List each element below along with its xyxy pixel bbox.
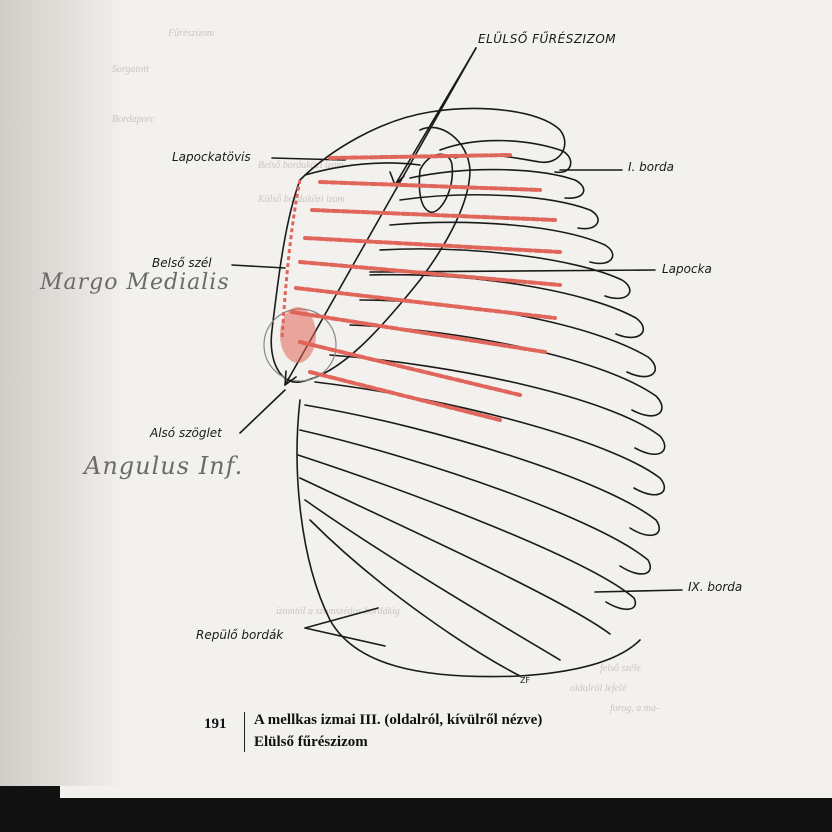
muscle-slip [294, 286, 557, 320]
handwritten-margo-medialis: Margo Medialis [40, 270, 230, 295]
muscle-origin [280, 307, 316, 363]
label-acromion: Lapockatövis [172, 150, 251, 164]
caption-divider [244, 712, 245, 752]
rib [329, 354, 666, 456]
binding-shadow [0, 0, 120, 832]
muscle-slip [328, 153, 512, 160]
floating-rib [304, 499, 561, 661]
caption-subtitle: Elülső fűrészizom [254, 734, 368, 750]
muscle-slip [303, 236, 562, 254]
muscle-slip [308, 370, 502, 422]
handwritten-angulus-inf: Angulus Inf. [84, 452, 244, 480]
rib [389, 221, 614, 265]
arrow-head [284, 370, 297, 386]
muscle-slip [310, 208, 557, 222]
label-serratus-anterior: ELÜLSŐ FŰRÉSZIZOM [478, 32, 617, 46]
leader-inferior [239, 389, 286, 434]
caption-title: A mellkas izmai III. (oldalról, kívülről… [254, 712, 543, 728]
label-scapula: Lapocka [662, 262, 712, 276]
muscle-slip [290, 310, 547, 354]
clavicle-outline [299, 107, 566, 181]
muscle-slip [298, 260, 562, 287]
scan-border [0, 786, 832, 832]
label-floating-ribs: Repülő bordák [196, 628, 284, 642]
label-medial-border: Belső szél [152, 256, 212, 270]
leader-floating [304, 607, 386, 647]
floating-rib [309, 519, 521, 677]
scapula-outline [270, 126, 471, 383]
arrow [284, 47, 477, 386]
rib [299, 429, 651, 575]
muscle-slip [298, 340, 522, 397]
leader-rib9 [594, 589, 683, 593]
rib [299, 477, 611, 635]
leader-medial [231, 264, 286, 269]
rib [399, 193, 599, 230]
chest-contour [296, 399, 641, 678]
label-inferior-angle: Alsó szöglet [150, 426, 222, 440]
figure-number: 191 [204, 716, 227, 732]
rib [409, 168, 585, 199]
rib [369, 273, 645, 339]
rib-1-head [439, 139, 572, 173]
label-rib-1: I. borda [628, 160, 675, 174]
rib-9 [297, 454, 637, 610]
rib [349, 324, 663, 417]
muscle-edge [280, 179, 302, 341]
illustrator-signature: ZF [520, 676, 531, 685]
coracoid [418, 153, 454, 213]
label-rib-9: IX. borda [688, 580, 743, 594]
muscle-slip [318, 180, 542, 192]
rib [379, 248, 631, 300]
rib [304, 404, 661, 537]
